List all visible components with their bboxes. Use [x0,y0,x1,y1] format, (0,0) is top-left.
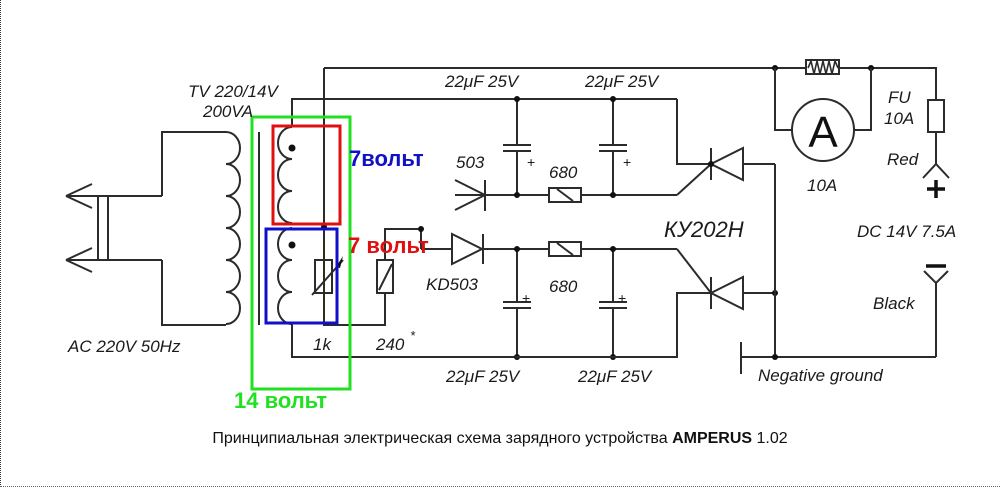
positive-terminal[interactable] [922,162,950,198]
resistor-680-bottom-label: 680 [549,277,578,296]
capacitor-bottom-2: + [599,246,627,360]
thyristor-label: КУ202Н [664,217,744,242]
potentiometer-label: 1k [313,335,332,354]
cap-bottom-1-label: 22μF 25V [445,367,521,386]
ammeter-symbol: A [808,108,838,157]
caption-product: AMPERUS [672,430,752,447]
ammeter: A [774,68,872,162]
svg-text:+: + [522,290,530,306]
transformer-name: TV 220/14V [188,82,279,101]
svg-text:+: + [623,154,631,170]
caption: Принципиальная электрическая схема заряд… [212,430,787,447]
cap-top-1-label: 22μF 25V [444,72,520,91]
mains-plug [65,131,226,326]
output-spec: DC 14V 7.5A [857,222,956,241]
ammeter-rating: 10A [807,176,837,195]
caption-version: 1.02 [752,430,788,447]
positive-wire-label: Red [887,150,919,169]
shunt-resistor [772,58,874,75]
thyristor-bottom [665,248,778,358]
capacitor-bottom-1: + [503,246,531,360]
input-label: AC 220V 50Hz [67,337,181,356]
thyristor-top [676,99,775,196]
negative-wire-label: Black [873,294,916,313]
diode-kd503-label: KD503 [426,275,479,294]
negative-ground [740,282,937,374]
upper-winding-highlight [271,124,342,226]
transformer-secondary-lower-winding [277,227,515,358]
capacitor-top-2: + [599,96,631,198]
fuse-rating: 10A [884,109,914,128]
ground-label: Negative ground [758,366,883,385]
svg-text:+: + [618,290,626,306]
resistor-680-bottom [548,241,582,257]
upper-winding-annotation: 7вольт [349,146,424,171]
fuse-name: FU [888,88,911,107]
resistor-240 [376,226,424,294]
lower-winding-highlight [264,227,339,325]
resistor-240-mark: * [410,328,416,343]
top-rail [324,67,937,100]
transformer-rating: 200VA [202,102,253,121]
cap-bottom-2-label: 22μF 25V [577,367,653,386]
diode-503-label: 503 [456,153,485,172]
lower-winding-annotation: 7 вольт [348,233,429,258]
capacitor-top-1: + [503,96,535,198]
image-left-border [0,0,2,487]
resistor-680-top [548,187,582,203]
resistor-680-top-label: 680 [549,163,578,182]
secondary-annotation: 14 вольт [234,388,327,413]
transformer-primary-winding [225,131,241,325]
svg-text:+: + [527,154,535,170]
resistor-240-label: 240 [375,335,405,354]
cap-top-2-label: 22μF 25V [584,72,660,91]
fuse [927,99,945,164]
negative-terminal[interactable] [923,264,949,285]
secondary-14v-highlight [250,115,352,391]
caption-text: Принципиальная электрическая схема заряд… [212,430,672,447]
